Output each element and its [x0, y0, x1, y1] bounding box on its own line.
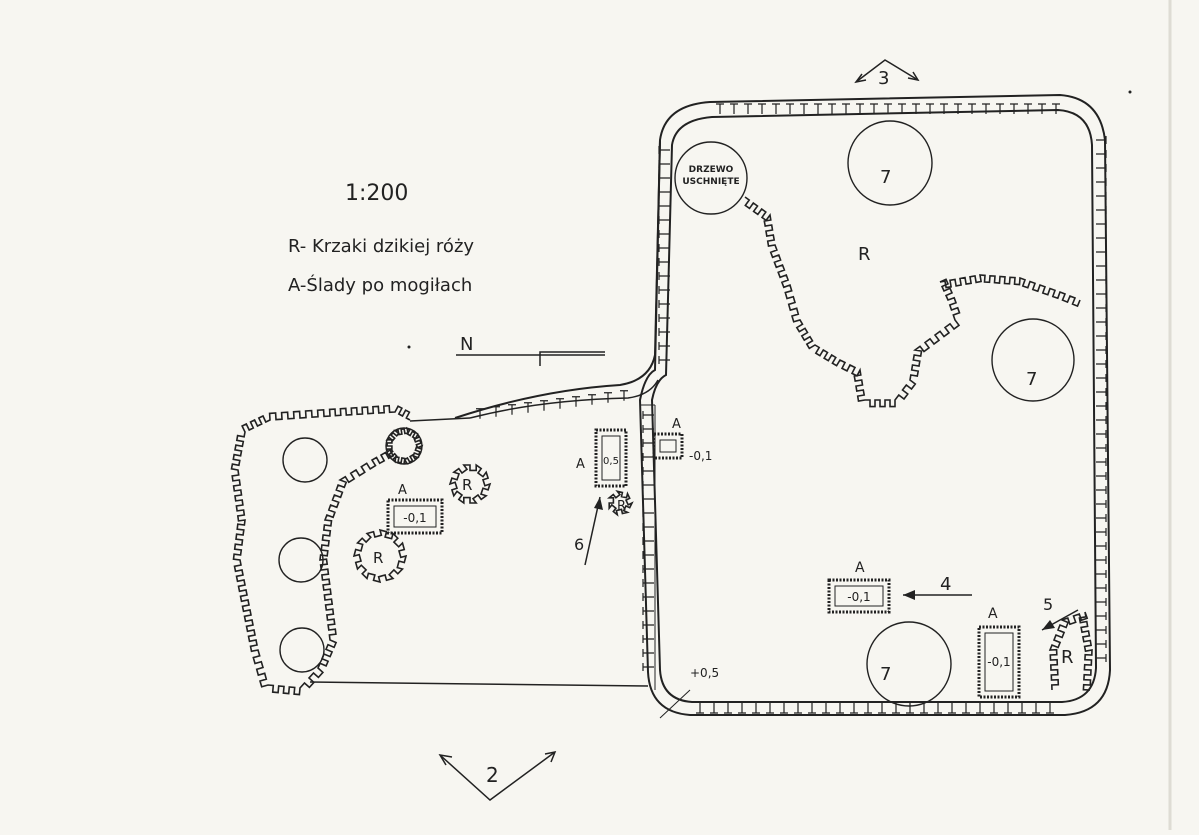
- tree-number-2: 7: [1026, 369, 1037, 390]
- view-marker-5: 5: [1041, 595, 1079, 631]
- grave-3-level: -0,1: [689, 449, 712, 463]
- bush-label-4: R: [617, 499, 626, 514]
- speck-2: [1128, 90, 1132, 94]
- north-label: N: [460, 334, 473, 355]
- grave-1: A -0,1: [386, 483, 444, 535]
- dead-tree: [674, 141, 748, 215]
- scale-label: 1:200: [345, 181, 408, 206]
- tree-number-1: 7: [880, 167, 891, 188]
- north-arrow: N: [456, 334, 605, 366]
- tree-number-3: 7: [880, 664, 891, 685]
- bush-outline-arm: [939, 274, 1081, 308]
- tree-small-1: [282, 437, 328, 483]
- view-marker-4: 4: [903, 574, 972, 600]
- legend-r: R- Krzaki dzikiej róży: [288, 236, 474, 257]
- tree-small-4: [385, 427, 423, 465]
- tree-note-2: USCHNIĘTE: [682, 177, 739, 187]
- tree-2: [991, 318, 1075, 402]
- legend-a: A-Ślady po mogiłach: [288, 274, 472, 296]
- bush-outline-corner: [1048, 611, 1093, 691]
- tree-1: [847, 120, 933, 206]
- grave-5: A -0,1: [977, 606, 1021, 699]
- left-area-boundary: [309, 417, 691, 719]
- grave-2-level: 0,5: [603, 456, 619, 467]
- bush-label-2: R: [462, 476, 472, 494]
- graves: A -0,1 A 0,5 A -0,1 A -0,1 A -0,1: [386, 417, 1021, 699]
- level-mark: +0,5: [690, 666, 719, 680]
- bush-small-4: [385, 426, 424, 465]
- bush-small-3: [606, 489, 634, 517]
- view-marker-2: 2: [438, 750, 557, 801]
- speck-1: [407, 345, 411, 349]
- svg-text:3: 3: [878, 68, 889, 89]
- view-marker-6: 6: [574, 496, 603, 566]
- svg-text:5: 5: [1043, 595, 1053, 614]
- cemetery-wall: [454, 93, 1112, 716]
- bush-label-main: R: [858, 244, 871, 265]
- grave-4: A -0,1: [827, 560, 891, 614]
- tree-small-3: [279, 627, 325, 673]
- svg-text:A: A: [398, 483, 407, 498]
- grave-5-level: -0,1: [987, 655, 1010, 669]
- grave-1-level: -0,1: [403, 511, 426, 525]
- grave-4-level: -0,1: [847, 590, 870, 604]
- svg-text:A: A: [576, 457, 585, 472]
- svg-text:4: 4: [940, 574, 951, 595]
- svg-text:A: A: [672, 417, 681, 432]
- bush-outline-left: [230, 404, 411, 696]
- view-marker-3: 3: [854, 59, 920, 89]
- bush-label-3: R: [373, 549, 383, 567]
- grave-3: A -0,1: [652, 417, 712, 463]
- trees: DRZEWO USCHNIĘTE 7 7 7: [278, 120, 1075, 707]
- tree-note-1: DRZEWO: [689, 165, 734, 175]
- svg-text:2: 2: [486, 763, 499, 787]
- bush-labels: R R R R R: [373, 244, 1074, 668]
- grave-2: A 0,5: [576, 428, 628, 488]
- tree-3: [866, 621, 952, 707]
- bush-outline-main: [744, 196, 961, 408]
- svg-text:A: A: [855, 560, 865, 576]
- tree-small-2: [278, 537, 324, 583]
- bush-label-corner: R: [1061, 647, 1074, 668]
- svg-text:A: A: [988, 606, 998, 622]
- bush-small-2: [352, 528, 408, 584]
- svg-text:6: 6: [574, 535, 584, 554]
- bush-small-1: [448, 463, 492, 505]
